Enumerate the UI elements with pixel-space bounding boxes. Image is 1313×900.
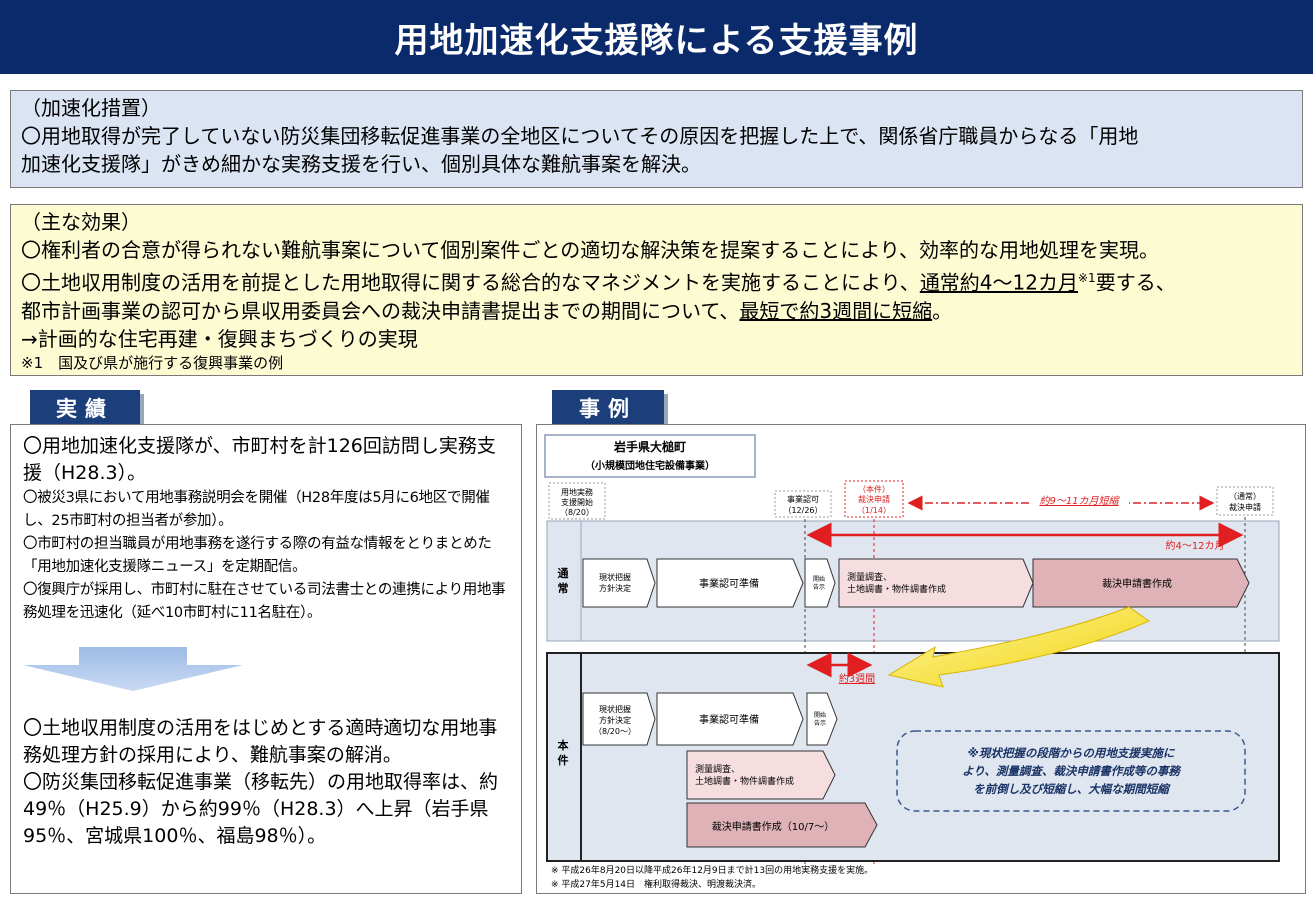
row-label-normal-2: 常 xyxy=(558,581,569,595)
effects-heading: （主な効果） xyxy=(21,210,141,234)
measures-line-2: 加速化支援隊」がきめ細かな実務支援を行い、個別具体な難航事案を解決。 xyxy=(21,152,701,176)
case-step-1-b: 方針決定 xyxy=(599,715,631,725)
normal-step-4-b: 土地調書・物件調書作成 xyxy=(847,583,946,595)
effects-box: （主な効果） 〇権利者の合意が得られない難航事案について個別案件ごとの適切な解決… xyxy=(10,204,1303,376)
results-item-5: 〇土地収用制度の活用をはじめとする適時適切な用地事務処理方針の採用により、難航事… xyxy=(23,717,498,766)
event-apply-3: （1/14） xyxy=(857,506,891,515)
normal-step-4-a: 測量調査、 xyxy=(847,571,892,583)
effects-line-4: →計画的な住宅再建・復興まちづくりの実現 xyxy=(21,326,418,351)
callout-box xyxy=(896,730,1246,812)
diagram-title-card xyxy=(544,434,756,478)
event-start-3: （8/20） xyxy=(560,508,594,517)
results-item-2: 〇被災3県において用地事務説明会を開催（H28年度は5月に6地区で開催し、25市… xyxy=(23,490,490,529)
case-step-1-c: （8/20～） xyxy=(594,727,636,736)
results-item-1: 〇用地加速化支援隊が、市町村を計126回訪問し実務支援（H28.3）。 xyxy=(23,435,496,484)
case-step-3-b: 告示 xyxy=(814,719,826,727)
event-permit-2: （12/26） xyxy=(783,506,822,515)
effects-line-3-post: 。 xyxy=(932,298,953,323)
callout-line-3: を前倒し及び短縮し、大幅な期間短縮 xyxy=(973,782,1171,796)
title-bar: 用地加速化支援隊による支援事例 xyxy=(0,0,1313,74)
effects-line-2-post: 要する、 xyxy=(1095,270,1176,295)
effects-line-2-pre: 〇土地収用制度の活用を前提とした用地取得に関する総合的なマネジメントを実施するこ… xyxy=(21,270,920,295)
example-panel: 岩手県大槌町 （小規模団地住宅設備事業） 用地実務 支援開始 （8/20） 事業… xyxy=(536,424,1306,894)
effects-line-3: 都市計画事業の認可から県収用委員会への裁決申請書提出までの期間について、最短で約… xyxy=(21,297,1292,325)
case-step-5: 裁決申請書作成（10/7～） xyxy=(712,820,834,833)
normal-step-1-b: 方針決定 xyxy=(599,583,631,593)
normal-step-3-b: 告示 xyxy=(813,583,825,591)
row-label-case-1: 本 xyxy=(558,738,569,752)
shortened-label: 約9～11カ月短縮 xyxy=(1039,495,1120,507)
case-step-4-b: 土地調書・物件調書作成 xyxy=(695,775,794,787)
row-label-case-2: 件 xyxy=(558,753,569,767)
measures-box: （加速化措置） 〇用地取得が完了していない防災集団移転促進事業の全地区についてそ… xyxy=(10,90,1303,188)
callout-line-2: より、測量調査、裁決申請書作成等の事務 xyxy=(962,764,1182,778)
curved-shortcut-arrow xyxy=(887,606,1151,688)
event-apply-1: （本件） xyxy=(858,484,890,494)
example-tag: 事例 xyxy=(552,390,664,426)
three-weeks-label: 約3週間 xyxy=(839,672,875,685)
callout-line-1: ※現状把握の段階からの用地支援実施に xyxy=(968,746,1176,760)
diagram-title-2: （小規模団地住宅設備事業） xyxy=(585,459,715,472)
effects-line-3-pre: 都市計画事業の認可から県収用委員会への裁決申請書提出までの期間について、 xyxy=(21,298,740,323)
down-arrow-icon xyxy=(23,647,243,691)
event-normal-1: （通常） xyxy=(1229,491,1261,501)
diagram-title-1: 岩手県大槌町 xyxy=(613,439,686,454)
case-step-1-a: 現状把握 xyxy=(599,704,631,714)
normal-step-1-a: 現状把握 xyxy=(599,572,631,582)
event-normal-2: 裁決申請 xyxy=(1229,502,1261,512)
effects-normal-duration: 通常約4～12カ月 xyxy=(919,270,1078,295)
normal-step-5: 裁決申請書作成 xyxy=(1102,577,1172,590)
case-step-4-a: 測量調査、 xyxy=(695,763,740,775)
row-label-normal-1: 通 xyxy=(558,567,569,580)
effects-line-2: 〇土地収用制度の活用を前提とした用地取得に関する総合的なマネジメントを実施するこ… xyxy=(21,264,1292,297)
page-title: 用地加速化支援隊による支援事例 xyxy=(394,20,919,61)
normal-step-3-a: 開始 xyxy=(813,575,825,583)
effects-note: ※1 国及び県が施行する復興事業の例 xyxy=(21,353,284,372)
case-step-3-a: 開始 xyxy=(814,711,826,719)
effects-line-1: 〇権利者の合意が得られない難航事案について個別案件ごとの適切な解決策を提案するこ… xyxy=(21,238,1159,262)
results-panel: 〇用地加速化支援隊が、市町村を計126回訪問し実務支援（H28.3）。 〇被災3… xyxy=(10,424,522,894)
footnote-1: ※ 平成26年8月20日以降平成26年12月9日まで計13回の用地実務支援を実施… xyxy=(551,864,873,876)
normal-duration-label: 約4～12カ月 xyxy=(1165,539,1224,552)
timeline-diagram: 岩手県大槌町 （小規模団地住宅設備事業） 用地実務 支援開始 （8/20） 事業… xyxy=(544,434,1280,890)
effects-shortest: 最短で約3週間に短縮 xyxy=(739,298,933,323)
results-item-4: 〇復興庁が採用し、市町村に駐在させている司法書士との連携により用地事務処理を迅速… xyxy=(23,582,506,621)
measures-heading: （加速化措置） xyxy=(21,96,161,120)
event-start-1: 用地実務 xyxy=(561,487,593,497)
footnote-2: ※ 平成27年5月14日 権利取得裁決、明渡裁決済。 xyxy=(551,878,761,890)
event-start-2: 支援開始 xyxy=(561,497,593,507)
effects-footnote-ref: ※1 xyxy=(1078,271,1096,285)
results-tag: 実績 xyxy=(30,390,140,426)
results-item-6: 〇防災集団移転促進事業（移転先）の用地取得率は、約49％（H25.9）から約99… xyxy=(23,771,499,847)
event-apply-2: 裁決申請 xyxy=(858,494,890,504)
measures-line-1: 〇用地取得が完了していない防災集団移転促進事業の全地区についてその原因を把握した… xyxy=(21,124,1139,148)
event-permit-1: 事業認可 xyxy=(787,494,819,504)
case-step-2: 事業認可準備 xyxy=(699,713,759,726)
results-item-3: 〇市町村の担当職員が用地事務を遂行する際の有益な情報をとりまとめた「用地加速化支… xyxy=(23,536,492,575)
normal-step-2: 事業認可準備 xyxy=(699,577,759,590)
